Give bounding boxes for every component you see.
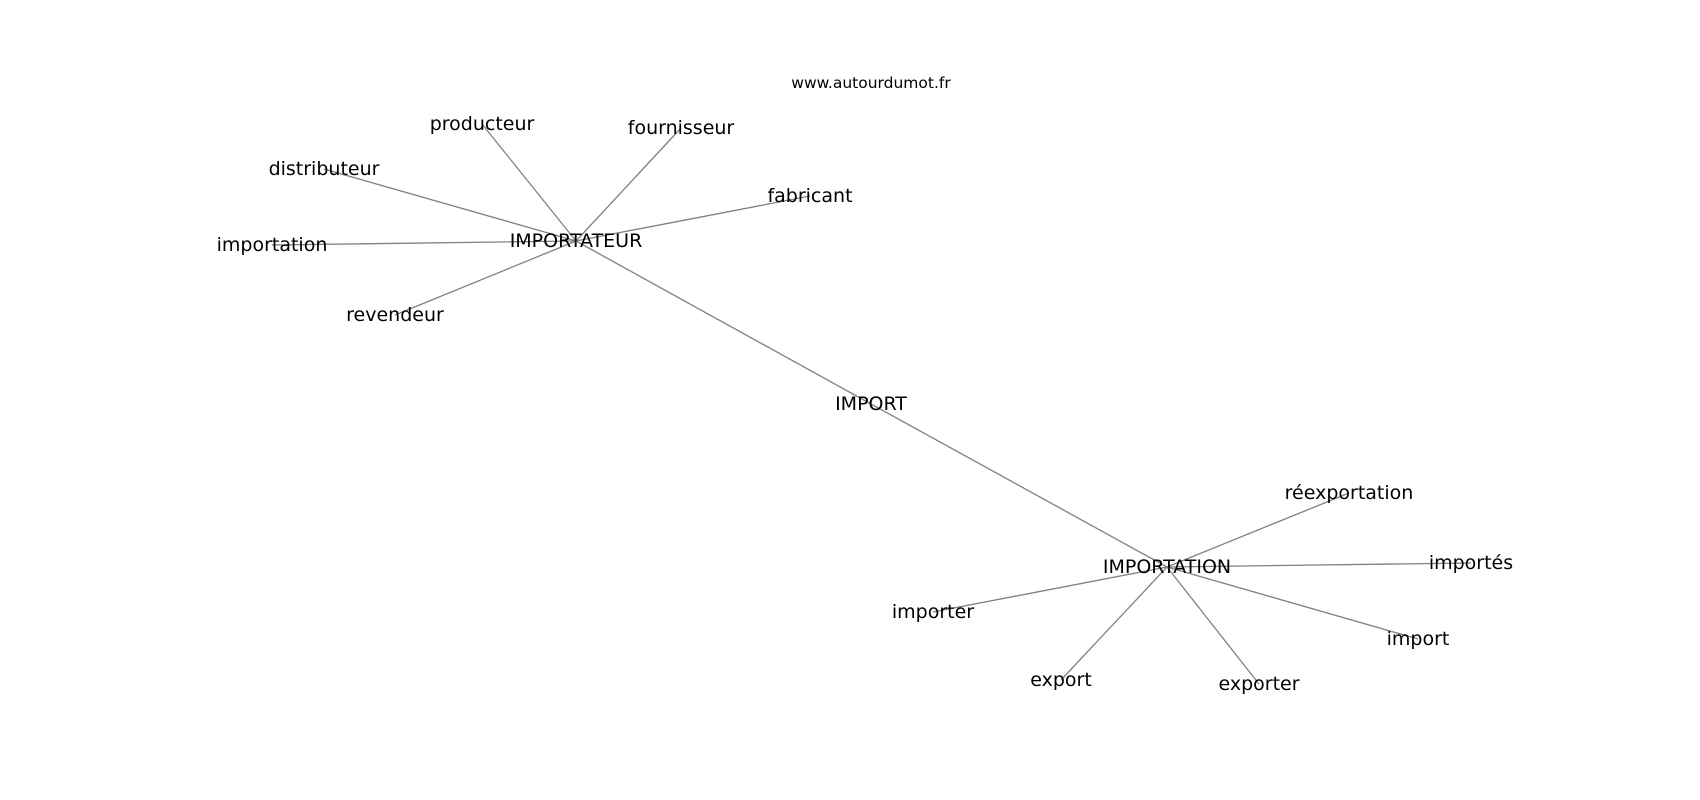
- watermark-text: www.autourdumot.fr: [791, 74, 951, 92]
- graph-labels: IMPORT IMPORTATEUR IMPORTATION producteur fo…: [217, 113, 1514, 695]
- edge-importation_hub-importer: [932, 566, 1168, 613]
- node-label-importes: importés: [1429, 552, 1513, 574]
- edge-importation_hub-exporter: [1166, 566, 1260, 685]
- node-label-import_leaf: import: [1387, 628, 1450, 650]
- node-label-producteur: producteur: [430, 113, 535, 135]
- node-label-importer: importer: [892, 601, 974, 623]
- node-label-import: IMPORT: [835, 393, 907, 415]
- edge-importateur-distributeur: [323, 168, 577, 242]
- edge-importateur-fournisseur: [575, 127, 682, 242]
- edge-importation_hub-export: [1060, 566, 1168, 681]
- edge-import-importation_hub: [870, 403, 1168, 568]
- edge-importateur-producteur: [481, 123, 577, 242]
- node-label-fabricant: fabricant: [767, 185, 852, 207]
- node-label-fournisseur: fournisseur: [628, 117, 735, 139]
- node-label-distributeur: distributeur: [269, 158, 380, 180]
- edge-importation_hub-reexportation: [1166, 492, 1350, 568]
- edge-importation_hub-importes: [1166, 562, 1472, 568]
- edge-importation_hub-import_leaf: [1166, 566, 1419, 640]
- edge-importateur-importation_leaf: [271, 240, 577, 246]
- edge-importateur-fabricant: [575, 195, 811, 242]
- node-label-importateur: IMPORTATEUR: [510, 230, 643, 252]
- node-label-importation_hub: IMPORTATION: [1103, 556, 1231, 578]
- node-label-revendeur: revendeur: [346, 304, 444, 326]
- node-label-importation_leaf: importation: [217, 234, 328, 256]
- edge-import-importateur: [575, 240, 872, 405]
- node-label-export: export: [1030, 669, 1092, 691]
- node-label-exporter: exporter: [1218, 673, 1299, 695]
- node-label-reexportation: réexportation: [1285, 482, 1414, 504]
- edge-importateur-revendeur: [394, 240, 577, 316]
- graph-edges: [271, 123, 1472, 685]
